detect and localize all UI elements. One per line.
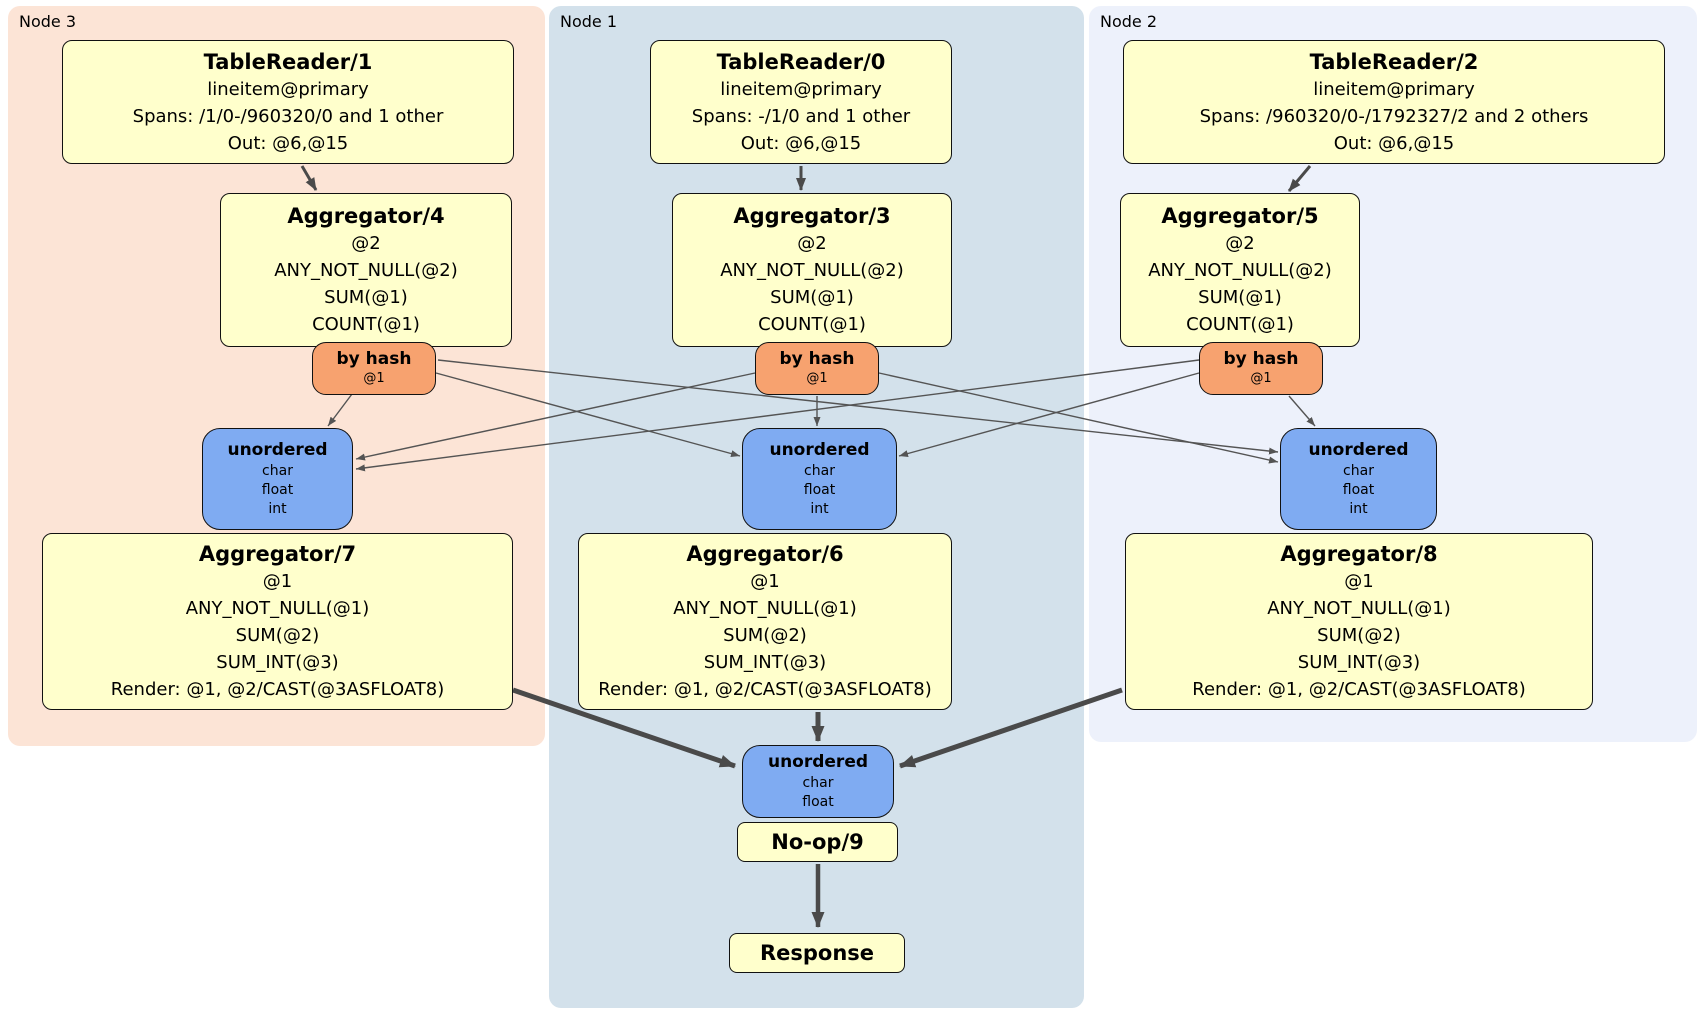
agg-line: ANY_NOT_NULL(@2)	[720, 260, 904, 281]
box-title: Aggregator/8	[1280, 542, 1438, 566]
unordered-sync-node3: unordered char float int	[202, 428, 353, 530]
sync-col: float	[1342, 482, 1375, 498]
agg-line: COUNT(@1)	[312, 314, 420, 335]
agg-line: SUM(@2)	[1317, 625, 1401, 646]
agg-line: ANY_NOT_NULL(@2)	[274, 260, 458, 281]
sync-col: float	[261, 482, 294, 498]
agg-line: SUM(@2)	[723, 625, 807, 646]
agg-line: SUM(@1)	[770, 287, 854, 308]
table-reader-2-box: TableReader/2 lineitem@primary Spans: /9…	[1123, 40, 1665, 164]
aggregator-3-box: Aggregator/3 @2 ANY_NOT_NULL(@2) SUM(@1)…	[672, 193, 952, 347]
router-title: by hash	[779, 348, 855, 369]
box-title: Response	[759, 940, 875, 965]
router-title: by hash	[336, 348, 412, 369]
sync-col: char	[262, 463, 293, 479]
router-key: @1	[806, 370, 828, 386]
sync-title: unordered	[769, 440, 870, 460]
box-title: TableReader/0	[716, 49, 886, 74]
agg-line: @2	[1225, 233, 1255, 254]
out-line: Out: @6,@15	[740, 132, 862, 154]
router-key: @1	[363, 370, 385, 386]
aggregator-8-box: Aggregator/8 @1 ANY_NOT_NULL(@1) SUM(@2)…	[1125, 533, 1593, 710]
sync-col: float	[802, 794, 834, 810]
sync-col: char	[802, 775, 834, 791]
box-title: Aggregator/6	[686, 542, 844, 566]
agg-line: @2	[351, 233, 381, 254]
agg-line: COUNT(@1)	[758, 314, 866, 335]
noop-box: No-op/9	[737, 822, 898, 862]
hash-router-node3: by hash @1	[312, 342, 436, 395]
table-index-line: lineitem@primary	[720, 78, 882, 100]
agg-line: @1	[1344, 571, 1374, 592]
agg-render-line: Render: @1, @2/CAST(@3ASFLOAT8)	[1192, 679, 1526, 700]
sync-title: unordered	[1308, 440, 1409, 460]
spans-line: Spans: /1/0-/960320/0 and 1 other	[132, 105, 444, 127]
sync-title: unordered	[767, 752, 869, 772]
aggregator-5-box: Aggregator/5 @2 ANY_NOT_NULL(@2) SUM(@1)…	[1120, 193, 1360, 347]
box-title: Aggregator/5	[1161, 204, 1319, 228]
agg-line: SUM(@1)	[1198, 287, 1282, 308]
panel-node2-label: Node 2	[1100, 12, 1158, 31]
unordered-sync-node2: unordered char float int	[1280, 428, 1437, 530]
agg-line: ANY_NOT_NULL(@2)	[1148, 260, 1332, 281]
router-key: @1	[1250, 370, 1272, 386]
unordered-sync-node1: unordered char float int	[742, 428, 897, 530]
agg-line: @2	[797, 233, 827, 254]
response-box: Response	[729, 933, 905, 973]
agg-line: ANY_NOT_NULL(@1)	[673, 598, 857, 619]
box-title: Aggregator/7	[198, 542, 357, 566]
spans-line: Spans: -/1/0 and 1 other	[691, 105, 911, 127]
box-title: Aggregator/3	[733, 204, 891, 228]
router-title: by hash	[1223, 348, 1299, 369]
sync-col: int	[810, 501, 829, 517]
agg-line: COUNT(@1)	[1186, 314, 1294, 335]
agg-line: ANY_NOT_NULL(@1)	[1267, 598, 1451, 619]
aggregator-6-box: Aggregator/6 @1 ANY_NOT_NULL(@1) SUM(@2)…	[578, 533, 952, 710]
spans-line: Spans: /960320/0-/1792327/2 and 2 others	[1199, 105, 1589, 127]
hash-router-node1: by hash @1	[755, 342, 879, 395]
agg-line: @1	[262, 571, 293, 592]
sync-col: char	[1343, 463, 1374, 479]
agg-render-line: Render: @1, @2/CAST(@3ASFLOAT8)	[110, 679, 445, 700]
agg-line: ANY_NOT_NULL(@1)	[185, 598, 370, 619]
out-line: Out: @6,@15	[1333, 132, 1455, 154]
table-reader-1-box: TableReader/1 lineitem@primary Spans: /1…	[62, 40, 514, 164]
table-reader-0-box: TableReader/0 lineitem@primary Spans: -/…	[650, 40, 952, 164]
sync-col: int	[268, 501, 287, 517]
box-title: TableReader/2	[1309, 49, 1479, 74]
agg-line: SUM(@2)	[235, 625, 320, 646]
table-index-line: lineitem@primary	[207, 78, 369, 100]
sync-col: char	[804, 463, 835, 479]
aggregator-7-box: Aggregator/7 @1 ANY_NOT_NULL(@1) SUM(@2)…	[42, 533, 513, 710]
agg-render-line: Render: @1, @2/CAST(@3ASFLOAT8)	[598, 679, 932, 700]
table-index-line: lineitem@primary	[1313, 78, 1475, 100]
sync-col: int	[1349, 501, 1368, 517]
box-title: No-op/9	[771, 829, 864, 854]
box-title: Aggregator/4	[287, 204, 445, 228]
hash-router-node2: by hash @1	[1199, 342, 1323, 395]
agg-line: SUM_INT(@3)	[703, 652, 827, 673]
agg-line: SUM_INT(@3)	[1297, 652, 1421, 673]
sync-title: unordered	[227, 440, 328, 460]
out-line: Out: @6,@15	[227, 132, 349, 154]
unordered-sync-final: unordered char float	[742, 745, 894, 818]
box-title: TableReader/1	[203, 49, 373, 74]
sync-col: float	[803, 482, 836, 498]
agg-line: SUM(@1)	[324, 287, 408, 308]
panel-node1-label: Node 1	[560, 12, 618, 31]
panel-node3-label: Node 3	[19, 12, 77, 31]
aggregator-4-box: Aggregator/4 @2 ANY_NOT_NULL(@2) SUM(@1)…	[220, 193, 512, 347]
agg-line: @1	[750, 571, 780, 592]
agg-line: SUM_INT(@3)	[216, 652, 339, 673]
